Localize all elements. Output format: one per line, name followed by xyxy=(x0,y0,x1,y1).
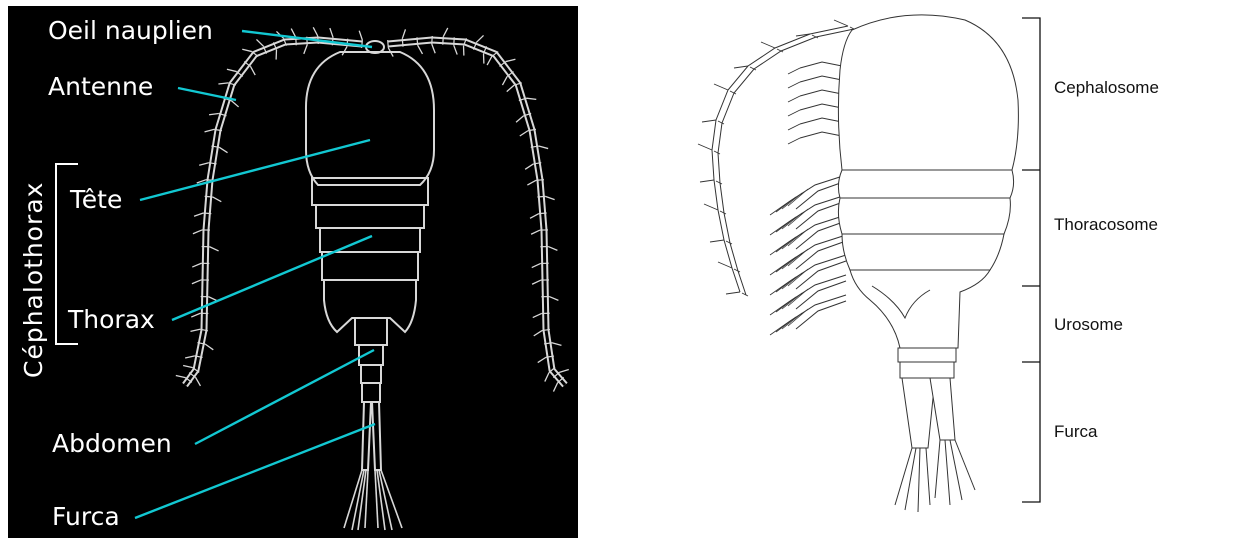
mouthpart-appendage xyxy=(800,118,842,124)
antenna-right-segment-mark xyxy=(714,151,720,154)
furca-setae-right xyxy=(895,440,975,512)
antenna-left-segment-mark xyxy=(205,196,213,197)
antenna-right-seta xyxy=(718,262,732,268)
antenna-right-segment-mark xyxy=(539,213,547,214)
urosome-outline xyxy=(850,270,990,348)
antenna-right-segment-mark xyxy=(734,269,740,272)
antenna-right-seta xyxy=(714,84,728,90)
leg-seta xyxy=(770,261,790,275)
furca-seta-right xyxy=(918,448,920,512)
mouthpart-seta xyxy=(788,110,800,116)
label-cephalothorax: Céphalothorax xyxy=(19,182,48,378)
leg-seta xyxy=(788,309,808,326)
mouthpart-seta xyxy=(788,138,800,144)
cephalosome-outline xyxy=(838,15,1018,170)
leg-seta xyxy=(770,241,790,255)
furca-seta-right xyxy=(905,448,916,510)
antenna-right-seta xyxy=(761,42,775,48)
label-cephalosome: Cephalosome xyxy=(1054,78,1159,97)
left-diagram-panel: Oeil nauplien Antenne Tête Thorax Abdome… xyxy=(8,6,578,538)
leg-seta xyxy=(788,229,808,246)
antenna-right-segment-mark xyxy=(537,196,545,197)
swimming-legs-drawing xyxy=(770,175,846,335)
abdomen-ring-2 xyxy=(900,362,954,378)
mouthpart-seta xyxy=(788,68,800,74)
antenna-right-stem-inner xyxy=(718,29,854,295)
antenna-right-seta xyxy=(710,240,724,242)
antenna-right-segment-mark xyxy=(388,40,389,48)
leg-seta xyxy=(788,289,808,306)
label-antenne: Antenne xyxy=(48,72,153,101)
antenna-right-segment-mark xyxy=(726,241,732,244)
furca-seta-right xyxy=(895,448,912,505)
leg-seta xyxy=(776,237,796,252)
label-abdomen: Abdomen xyxy=(52,429,172,458)
right-diagram-panel: Cephalosome Thoracosome Urosome Furca xyxy=(698,15,1159,512)
antenna-right-seta xyxy=(734,66,748,68)
thoracosome-segment-1 xyxy=(838,170,1013,198)
leg-seta xyxy=(770,301,790,315)
thoracosome-segment-2 xyxy=(838,198,1010,234)
furca-seta-right xyxy=(945,440,950,505)
label-tete: Tête xyxy=(69,185,122,214)
mouthpart-appendage xyxy=(800,76,842,82)
leg-seta xyxy=(788,189,808,206)
leg-seta xyxy=(776,197,796,212)
swimming-leg-inner xyxy=(796,281,846,309)
swimming-leg-inner xyxy=(796,221,846,249)
mouthpart-seta xyxy=(788,82,800,88)
furca-seta-right xyxy=(935,440,940,498)
label-urosome: Urosome xyxy=(1054,315,1123,334)
leg-seta xyxy=(776,217,796,232)
furca-ramus-right-b xyxy=(930,378,955,440)
swimming-leg-inner xyxy=(796,241,846,269)
leg-seta xyxy=(788,209,808,226)
mouthpart-appendage xyxy=(800,104,842,110)
leg-seta xyxy=(776,277,796,292)
leg-seta xyxy=(788,249,808,266)
label-thoracosome: Thoracosome xyxy=(1054,215,1158,234)
swimming-leg-inner xyxy=(796,301,846,329)
mouthpart-seta xyxy=(788,96,800,102)
label-thorax: Thorax xyxy=(67,305,155,334)
antenna-right-seta xyxy=(698,144,712,150)
mouthpart-appendage xyxy=(800,62,842,68)
antenna-right-drawing xyxy=(698,20,856,296)
leg-seta xyxy=(776,317,796,332)
leg-seta xyxy=(770,221,790,235)
antenna-right-seta xyxy=(700,180,714,182)
antenna-left-segment-mark xyxy=(203,213,211,214)
antenna-left-segment-mark xyxy=(347,39,348,47)
leg-seta xyxy=(770,321,790,335)
mouthpart-seta xyxy=(788,124,800,130)
furca-ramus-right-a xyxy=(902,378,935,448)
label-furca-left: Furca xyxy=(52,502,120,531)
label-furca-right: Furca xyxy=(1054,422,1098,441)
antenna-right-seta xyxy=(834,20,848,26)
abdomen-ring-1 xyxy=(898,348,956,362)
label-oeil-nauplien: Oeil nauplien xyxy=(48,16,213,45)
leg-seta xyxy=(770,201,790,215)
mouthpart-appendage xyxy=(800,90,842,96)
antenna-right-seta xyxy=(702,120,716,122)
antenna-right-segment-mark xyxy=(402,39,403,47)
tagmata-bracket xyxy=(1022,18,1040,502)
leg-seta xyxy=(770,281,790,295)
leg-seta xyxy=(788,269,808,286)
furca-seta-right xyxy=(926,448,930,505)
antenna-right-segment-mark xyxy=(716,181,722,184)
leg-seta xyxy=(776,257,796,272)
antenna-right-seta xyxy=(726,292,740,294)
leg-seta xyxy=(776,297,796,312)
furca-seta-right xyxy=(950,440,962,500)
thoracosome-segment-3 xyxy=(842,234,1004,270)
antenna-right-segment-mark xyxy=(720,211,726,214)
swimming-leg-inner xyxy=(796,261,846,289)
mouthpart-appendage xyxy=(800,132,842,138)
antenna-right-segment-mark xyxy=(536,180,544,181)
antenna-right-seta xyxy=(704,204,718,210)
antenna-right-segment-mark xyxy=(417,37,418,45)
